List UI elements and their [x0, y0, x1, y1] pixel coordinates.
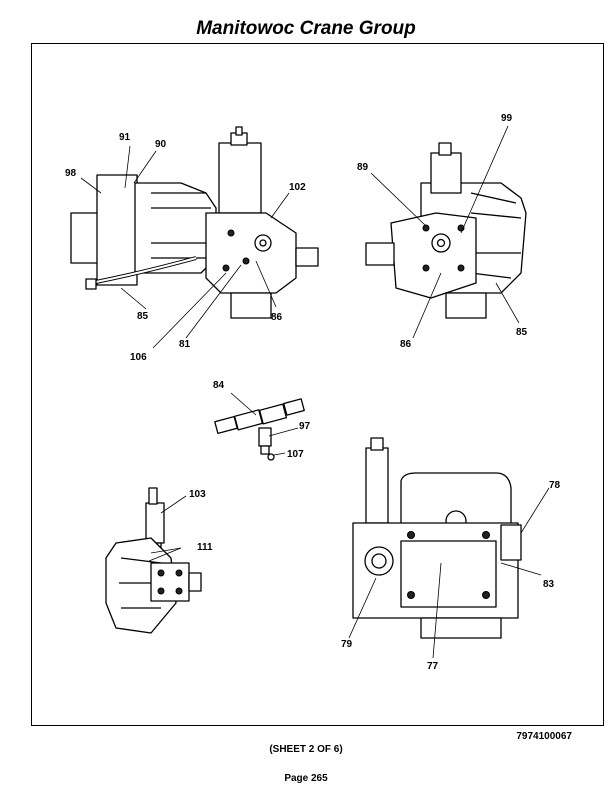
page-number: Page 265 — [284, 773, 328, 784]
callout-79: 79 — [341, 639, 353, 650]
callout-81: 81 — [179, 339, 191, 350]
callout-98: 98 — [65, 168, 77, 179]
callout-91: 91 — [119, 132, 131, 143]
callout-86-right: 86 — [400, 339, 412, 350]
callout-89: 89 — [357, 162, 369, 173]
pump-assembly-right — [365, 142, 527, 319]
pump-assembly-left — [70, 126, 319, 319]
parts-drawing: 91 90 98 102 85 106 81 86 99 89 86 85 84… — [65, 113, 561, 672]
callout-85-left: 85 — [137, 311, 149, 322]
callout-labels: 91 90 98 102 85 106 81 86 99 89 86 85 84… — [65, 113, 561, 672]
callout-111: 111 — [197, 542, 213, 553]
callout-84: 84 — [213, 380, 225, 391]
drawing-frame — [31, 43, 604, 726]
callout-86-left: 86 — [271, 312, 283, 323]
callout-97: 97 — [299, 421, 311, 432]
callout-90: 90 — [155, 139, 167, 150]
callout-83: 83 — [543, 579, 555, 590]
valve-assembly-left — [105, 487, 202, 634]
callout-107: 107 — [287, 449, 304, 460]
callout-102: 102 — [289, 182, 306, 193]
callout-85-right: 85 — [516, 327, 528, 338]
callout-77: 77 — [427, 661, 439, 672]
drawing-number: 7974100067 — [516, 731, 572, 742]
page-title: Manitowoc Crane Group — [196, 18, 416, 39]
callout-99: 99 — [501, 113, 513, 124]
leader-lines — [80, 125, 550, 659]
pump-front-view — [352, 437, 522, 639]
callout-106: 106 — [130, 352, 147, 363]
sheet-label: (SHEET 2 OF 6) — [269, 744, 343, 755]
callout-103: 103 — [189, 489, 206, 500]
callout-78: 78 — [549, 480, 561, 491]
